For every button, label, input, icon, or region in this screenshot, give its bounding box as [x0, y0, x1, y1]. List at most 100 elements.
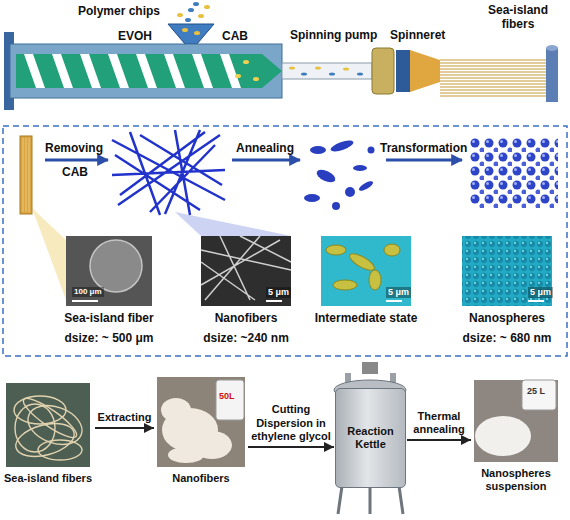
size-text: dsize: ~240 nm [194, 331, 298, 345]
polymer-chip [204, 5, 210, 9]
step-label: Extracting [94, 411, 156, 424]
nanofibers [112, 130, 225, 215]
part-label: CAB [62, 165, 88, 179]
image-panel: Nanospheres suspension [472, 380, 560, 493]
dashed-frame [3, 126, 567, 356]
droplet [368, 147, 375, 154]
polymer-chip [193, 2, 199, 6]
melt-droplet [357, 73, 363, 76]
nanospheres [470, 138, 558, 208]
take-up-roll [546, 45, 558, 51]
nanofiber-photo [157, 377, 245, 467]
cab-droplet [253, 77, 259, 81]
melt-droplet [315, 67, 321, 70]
process-arrow [248, 446, 334, 448]
caption-text: Intermediate state [310, 311, 422, 325]
screw-tip [262, 54, 282, 88]
part-label: Sea-island fibers [476, 3, 560, 32]
part-label: Spinneret [390, 28, 445, 42]
image-area [155, 377, 247, 467]
droplet [358, 179, 375, 192]
sem-rod [369, 270, 381, 290]
sem-fibers [201, 236, 291, 300]
screw-flights [24, 54, 241, 88]
fiber-loop [15, 404, 55, 452]
spinning-pump [372, 48, 394, 94]
caption-text: Sea-island fibers [2, 472, 94, 485]
droplet [345, 187, 355, 197]
scale-label: 100 μm [72, 287, 104, 297]
sem-rods [326, 244, 400, 290]
process-arrow [386, 159, 462, 162]
bucket [522, 380, 556, 410]
sem-image [321, 236, 411, 306]
spinneret-block [396, 50, 410, 92]
fiber-bundle [440, 60, 546, 96]
fiber-section [90, 240, 142, 292]
droplet [304, 194, 320, 202]
part-label: Spinning pump [290, 28, 377, 42]
droplet [353, 165, 367, 171]
caption-text: Nanofibers [155, 472, 247, 485]
sem-rod [347, 251, 376, 274]
process-arrow [407, 439, 471, 441]
image-area [472, 380, 560, 462]
process-arrow [45, 159, 108, 162]
sem-image [66, 236, 152, 306]
part-label: Polymer chips [78, 4, 160, 18]
process-arrow [232, 159, 300, 162]
polymer-chip [177, 13, 183, 17]
size-text: dsize: ~ 500 μm [56, 331, 162, 345]
part-label: CAB [222, 29, 248, 43]
fiber-loops [12, 393, 87, 462]
scale-bar [386, 300, 402, 302]
caption-text: Nanofibers [194, 311, 298, 325]
sem-image [201, 236, 291, 306]
droplet [329, 138, 354, 154]
droplet [332, 202, 340, 210]
fiber-photo [6, 383, 90, 467]
fiber-loop [19, 393, 81, 443]
melt-droplet [301, 73, 307, 76]
part-label: 50L [219, 391, 235, 402]
spinneret-head [410, 50, 440, 92]
melt-pipe [282, 63, 372, 79]
droplet [310, 146, 326, 154]
fiber-islands [23, 138, 29, 212]
step-label: Thermal annealing [407, 410, 471, 436]
melt-droplet [289, 67, 295, 70]
part-label: Transformation [380, 141, 467, 155]
polymer-chip [185, 18, 191, 22]
polymer-chip [194, 31, 200, 35]
cab-droplet [235, 74, 241, 78]
image-panel: Intermediate state [310, 236, 422, 325]
process-arrow [95, 427, 154, 429]
scale-bar [528, 300, 544, 302]
scale-label: 5 μm [528, 287, 553, 298]
kettle-legs [338, 486, 403, 514]
screw-core [16, 54, 262, 88]
caption-text: Reaction Kettle [340, 425, 401, 451]
zoom-callout [175, 212, 291, 236]
fluff [168, 447, 204, 463]
image-area [2, 383, 94, 467]
polymer-chip [198, 14, 204, 18]
fluff [161, 398, 191, 422]
sem-rod [384, 244, 400, 256]
size-text: dsize: ~ 680 nm [453, 331, 561, 345]
polymer-chip [182, 28, 188, 32]
cab-droplet [243, 60, 249, 64]
sea-island-fiber [20, 136, 32, 214]
step-label: Cutting Dispersion in ethylene glycol [248, 403, 334, 443]
droplet-group [304, 138, 375, 210]
part-label: 25 L [527, 386, 545, 397]
caption-text: Nanospheres [453, 311, 561, 325]
fiber-loop [38, 440, 82, 460]
reactor-vessel: Reaction Kettle [335, 388, 406, 488]
part-label: Annealing [236, 141, 294, 155]
zoom-callout [32, 208, 66, 300]
take-up-roll [546, 48, 558, 102]
sem-rod [326, 245, 346, 255]
